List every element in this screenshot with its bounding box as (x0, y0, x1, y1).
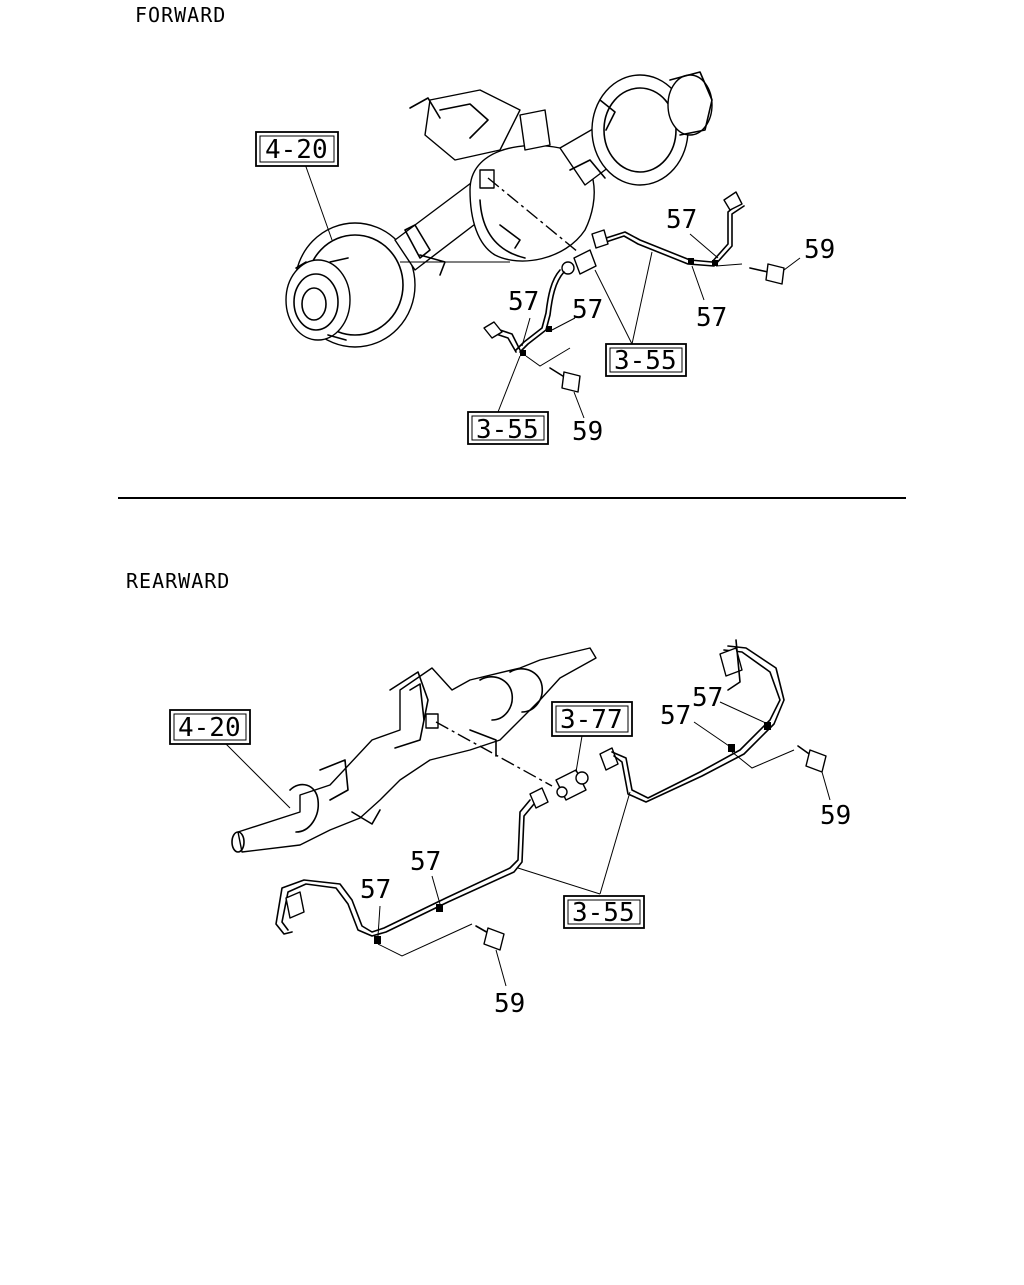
rearward-bolt-right (797, 745, 827, 773)
forward-clip-callout-a: 57 (508, 287, 539, 317)
forward-heading: FORWARD (135, 3, 226, 27)
forward-axle-illustration (285, 71, 713, 348)
rearward-bolt-callout-left: 59 (494, 989, 525, 1019)
rearward-axle-ref-box: 4-20 (169, 709, 251, 745)
forward-brake-pipe (483, 191, 785, 393)
forward-pipe-ref-left: 3-55 (476, 415, 539, 445)
forward-bolt-callout-left: 59 (572, 417, 603, 447)
rearward-clip-callout-d: 57 (360, 875, 391, 905)
rearward-clip-callout-b: 57 (660, 701, 691, 731)
forward-bolt-right (749, 263, 785, 285)
rearward-axle-illustration (231, 647, 597, 853)
rearward-leaders (223, 701, 831, 987)
rearward-pipe-ref-box: 3-55 (563, 895, 645, 929)
rearward-heading: REARWARD (126, 569, 230, 593)
rearward-brake-pipe (275, 639, 827, 957)
rearward-connector-ref: 3-77 (560, 705, 623, 735)
forward-pipe-ref-box-left: 3-55 (467, 411, 549, 445)
forward-axle-ref: 4-20 (265, 135, 328, 165)
forward-clip-callout-b: 57 (572, 295, 603, 325)
forward-axle-ref-box: 4-20 (255, 131, 339, 167)
rearward-clip-callout-c: 57 (410, 847, 441, 877)
forward-pipe-ref-box-right: 3-55 (605, 343, 687, 377)
forward-clip-callout-d: 57 (696, 303, 727, 333)
forward-bolt-left (549, 367, 581, 393)
rearward-axle-ref: 4-20 (178, 713, 241, 743)
rearward-pipe-ref: 3-55 (572, 898, 635, 928)
forward-pipe-ref-right: 3-55 (614, 346, 677, 376)
rearward-bolt-left (475, 925, 505, 951)
forward-bolt-callout-right: 59 (804, 235, 835, 265)
forward-leaders (304, 163, 801, 419)
forward-section: FORWARD (135, 3, 835, 447)
rearward-section: REARWARD (126, 569, 851, 1019)
rearward-bolt-callout-right: 59 (820, 801, 851, 831)
rearward-connector (555, 769, 589, 801)
forward-clip-callout-c: 57 (666, 205, 697, 235)
rearward-connector-ref-box: 3-77 (551, 701, 633, 737)
rearward-clip-callout-a: 57 (692, 683, 723, 713)
